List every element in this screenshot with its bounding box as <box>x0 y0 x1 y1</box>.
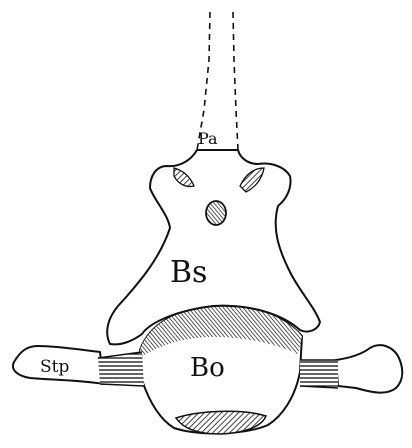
stapes-left <box>13 346 144 386</box>
label-bo: Bo <box>190 353 225 383</box>
stapes-right <box>300 345 402 392</box>
label-bs: Bs <box>170 255 207 290</box>
label-stp: Stp <box>40 357 69 377</box>
foramen <box>206 201 226 225</box>
label-pa: Pa <box>198 129 218 148</box>
